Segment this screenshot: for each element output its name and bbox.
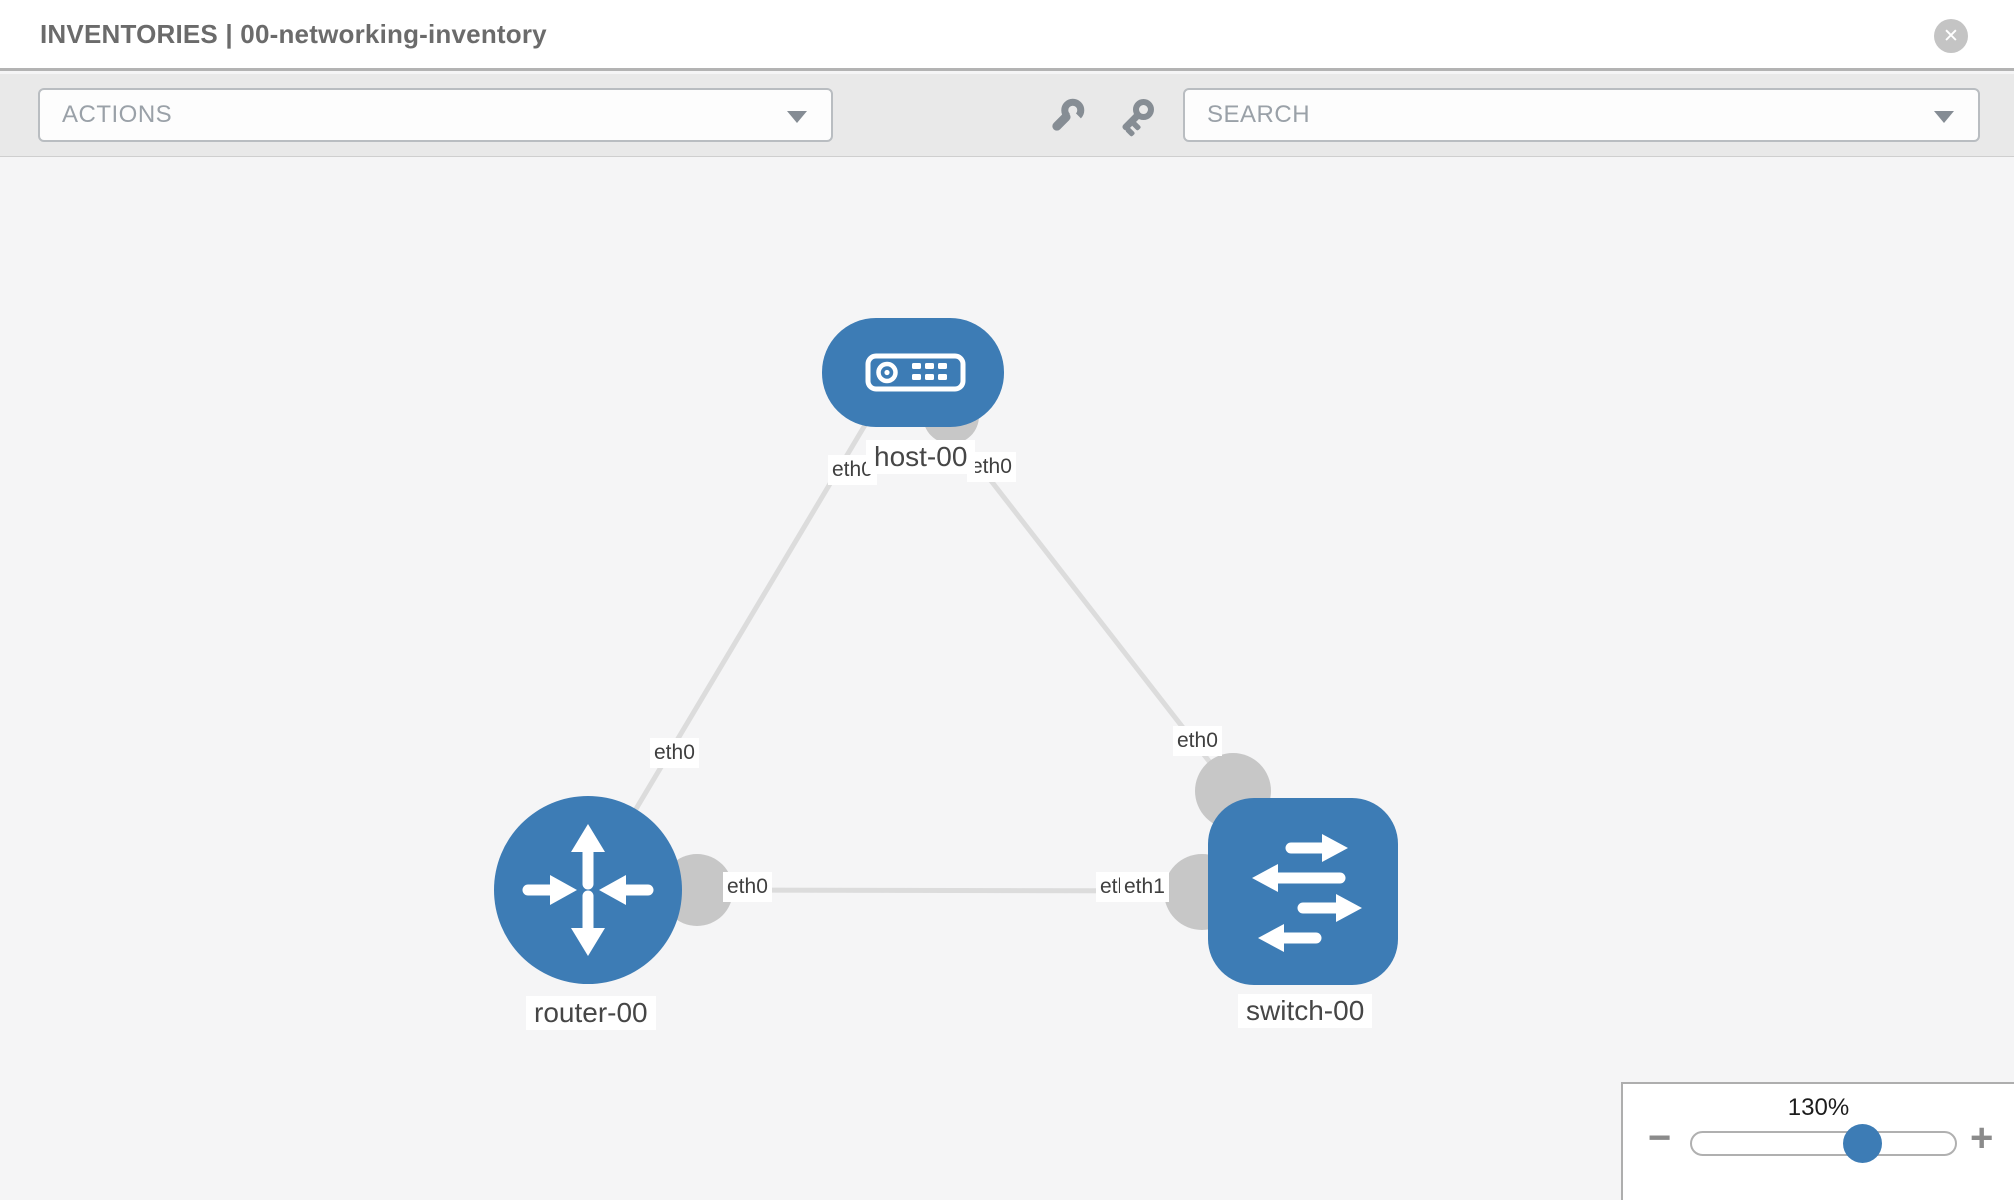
node-label-host: host-00 bbox=[866, 440, 976, 475]
node-switch-00[interactable] bbox=[1208, 798, 1398, 985]
chevron-down-icon bbox=[787, 111, 807, 123]
node-router-00[interactable] bbox=[494, 796, 682, 984]
iface-label: eth0 bbox=[650, 738, 699, 769]
host-icon bbox=[865, 353, 966, 392]
iface-label: eth0 bbox=[1173, 726, 1222, 757]
search-input-placeholder: SEARCH bbox=[1207, 101, 1311, 128]
actions-dropdown[interactable]: ACTIONS bbox=[38, 88, 833, 142]
zoom-slider-knob[interactable] bbox=[1843, 1124, 1882, 1163]
search-dropdown[interactable]: SEARCH bbox=[1183, 88, 1980, 142]
iface-label: eth0 bbox=[828, 455, 877, 486]
key-icon[interactable] bbox=[1113, 96, 1157, 140]
node-label-router: router-00 bbox=[526, 996, 656, 1031]
zoom-in-button[interactable]: + bbox=[1970, 1116, 1994, 1160]
wrench-icon[interactable] bbox=[1043, 96, 1087, 140]
actions-dropdown-label: ACTIONS bbox=[62, 101, 173, 128]
iface-label: eth1 bbox=[1120, 872, 1169, 903]
page-title: INVENTORIES | 00-networking-inventory bbox=[40, 18, 547, 49]
iface-label: eth0 bbox=[723, 872, 772, 903]
close-icon[interactable]: ✕ bbox=[1934, 19, 1968, 53]
router-icon bbox=[522, 824, 654, 956]
switch-icon bbox=[1252, 834, 1362, 952]
zoom-slider-track[interactable] bbox=[1690, 1131, 1957, 1156]
zoom-out-button[interactable]: − bbox=[1648, 1116, 1672, 1160]
node-host-00[interactable] bbox=[822, 318, 1004, 427]
toolbar: ACTIONS SEARCH bbox=[0, 74, 2014, 157]
header: INVENTORIES | 00-networking-inventory ✕ bbox=[0, 0, 2014, 71]
chevron-down-icon bbox=[1934, 111, 1954, 123]
zoom-level-value: 130% bbox=[1787, 1094, 1850, 1121]
node-label-switch: switch-00 bbox=[1238, 994, 1373, 1029]
